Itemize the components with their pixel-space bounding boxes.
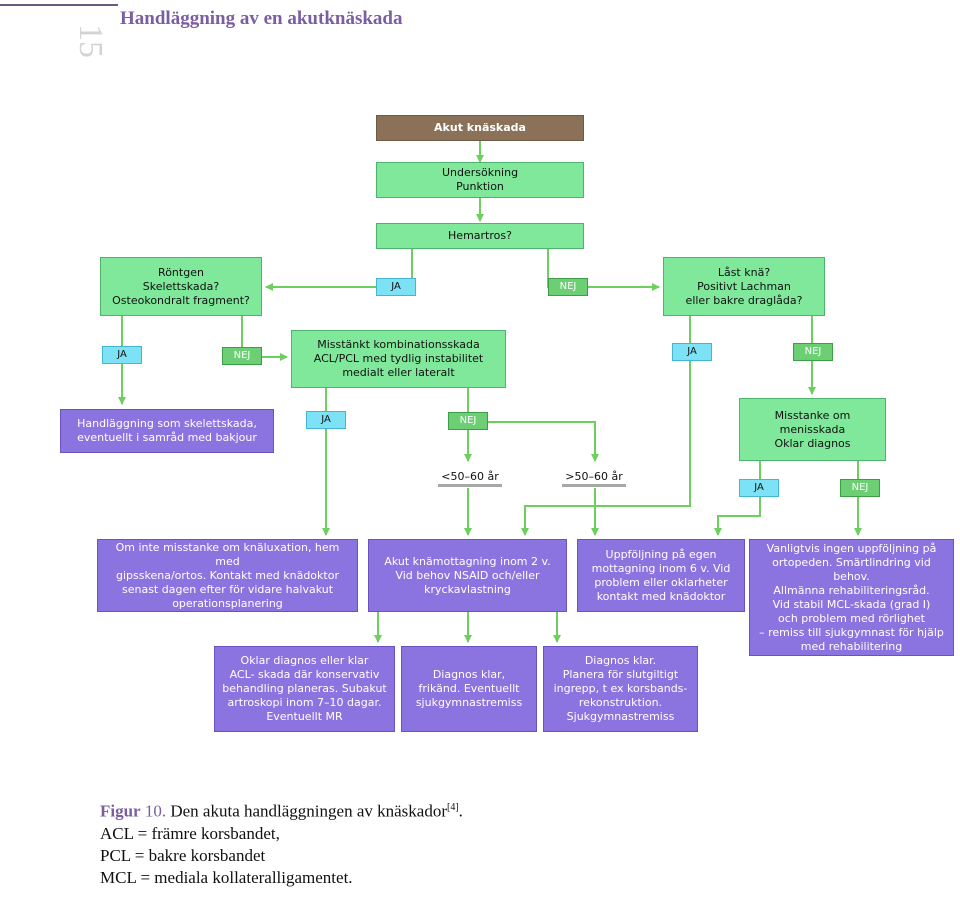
box-rontgen: Röntgen Skelettskada? Osteokondralt frag… bbox=[100, 257, 262, 316]
caption-text: Den akuta handläggningen av knäskador bbox=[166, 801, 447, 821]
tag-nej-last-kna: NEJ bbox=[793, 343, 833, 361]
box-diagnos-klar-2: Diagnos klar. Planera för slutgiltigt in… bbox=[543, 646, 698, 732]
caption-line-1: Figur 10. Den akuta handläggningen av kn… bbox=[100, 797, 463, 823]
box-undersokning: Undersökning Punktion bbox=[376, 162, 584, 198]
tag-ja-kombination: JA bbox=[306, 411, 346, 429]
top-rule bbox=[0, 4, 118, 6]
arrow-menisk-ja bbox=[714, 461, 761, 536]
tag-ja-menisk: JA bbox=[739, 479, 779, 497]
box-akut-knaskada: Akut knäskada bbox=[376, 115, 584, 141]
label-age-over: >50–60 år bbox=[562, 470, 626, 487]
box-diagnos-klar-1: Diagnos klar, frikänd. Eventuellt sjukgy… bbox=[401, 646, 537, 732]
caption-pcl: PCL = bakre korsbandet bbox=[100, 845, 266, 865]
box-skelett-handlaggning: Handläggning som skelettskada, eventuell… bbox=[60, 409, 274, 453]
label-age-under: <50–60 år bbox=[438, 470, 502, 487]
page-header-title: Handläggning av en akutknäskada bbox=[120, 8, 403, 29]
tag-nej-menisk: NEJ bbox=[840, 479, 880, 497]
caption-acl: ACL = främre korsbandet, bbox=[100, 823, 280, 843]
caption-mcl: MCL = mediala kollateralligamentet. bbox=[100, 867, 353, 887]
box-om-inte-misstanke: Om inte misstanke om knäluxation, hem me… bbox=[97, 539, 358, 612]
caption-number: 10. bbox=[144, 801, 167, 821]
page-number: 15 bbox=[72, 24, 109, 58]
tag-nej-kombination: NEJ bbox=[448, 412, 488, 430]
tag-nej-hemartros: NEJ bbox=[548, 278, 588, 296]
figure-caption: Figur 10. Den akuta handläggningen av kn… bbox=[100, 797, 463, 889]
box-uppfoljning: Uppföljning på egen mottagning inom 6 v.… bbox=[577, 539, 745, 612]
tag-nej-rontgen: NEJ bbox=[222, 347, 262, 365]
box-oklar-diagnos: Oklar diagnos eller klar ACL- skada där … bbox=[214, 646, 395, 732]
tag-ja-rontgen: JA bbox=[102, 346, 142, 364]
arrow-kombination-nej bbox=[467, 388, 599, 462]
arrow-lastkna-ja bbox=[521, 316, 691, 536]
box-last-kna: Låst knä? Positivt Lachman eller bakre d… bbox=[663, 257, 825, 316]
box-menisk: Misstanke om menisskada Oklar diagnos bbox=[739, 398, 886, 461]
box-hemartros: Hemartros? bbox=[376, 223, 584, 249]
box-kombinationsskada: Misstänkt kombinationsskada ACL/PCL med … bbox=[291, 330, 506, 388]
tag-ja-last-kna: JA bbox=[672, 343, 712, 361]
caption-label: Figur bbox=[100, 801, 141, 821]
caption-reference: [4] bbox=[447, 802, 459, 813]
tag-ja-hemartros: JA bbox=[376, 278, 416, 296]
box-akut-knamottagning: Akut knämottagning inom 2 v. Vid behov N… bbox=[368, 539, 567, 612]
caption-end: . bbox=[458, 801, 463, 821]
box-vanligtvis: Vanligtvis ingen uppföljning på ortopede… bbox=[749, 539, 954, 656]
